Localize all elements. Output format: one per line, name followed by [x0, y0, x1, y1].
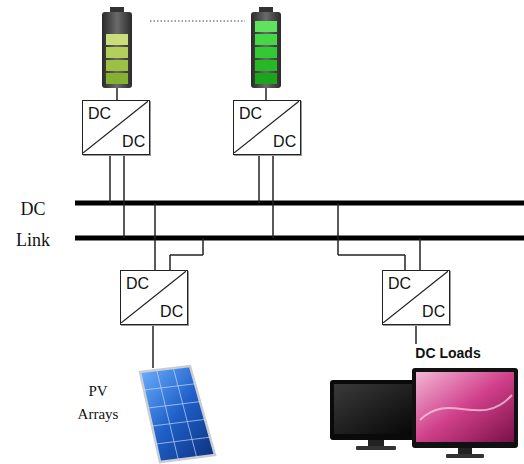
monitor-stand	[458, 448, 472, 454]
wire	[116, 88, 118, 100]
converter-box: DC DC	[233, 100, 301, 155]
tv-stand	[368, 440, 384, 446]
screen-swirl	[420, 395, 512, 420]
converter-diagonal	[234, 101, 299, 153]
bus-label: DC Link	[10, 194, 56, 256]
wire	[265, 88, 267, 100]
monitor-icon	[412, 368, 518, 458]
output-side-text: DC	[122, 133, 145, 151]
panel-frame	[140, 366, 215, 462]
wire	[169, 255, 171, 270]
converter-diagonal	[121, 271, 186, 323]
ellipsis-line	[150, 21, 245, 22]
source-label: PV Arrays	[70, 380, 126, 426]
output-side-text: DC	[273, 133, 296, 151]
output-side-text: DC	[422, 303, 445, 321]
battery-symbol	[102, 7, 132, 88]
wire	[123, 155, 125, 238]
tv-stand	[356, 446, 396, 450]
wire	[152, 325, 154, 368]
tv-frame	[330, 380, 422, 440]
converter-box: DC DC	[120, 270, 188, 325]
load-label: DC Loads	[398, 345, 498, 362]
tv-screen	[334, 384, 418, 434]
wire	[419, 238, 421, 270]
television-icon	[330, 380, 422, 450]
battery-body	[102, 12, 132, 88]
dc-bus-line	[75, 236, 524, 241]
wire	[202, 238, 204, 255]
monitor-stand	[446, 454, 484, 458]
wire	[415, 325, 417, 344]
battery-cell	[106, 47, 128, 58]
wire	[272, 155, 274, 238]
wire	[154, 203, 156, 270]
battery-symbol	[251, 7, 281, 88]
dc-bus-line	[75, 201, 524, 206]
wire	[170, 254, 203, 256]
battery-cell	[106, 73, 128, 84]
wire	[109, 155, 111, 203]
input-side-text: DC	[388, 275, 411, 293]
battery-cell	[106, 34, 128, 45]
converter-diagonal	[383, 271, 448, 323]
bus-wires	[110, 155, 420, 368]
wire	[404, 255, 406, 270]
input-side-text: DC	[126, 275, 149, 293]
battery-cell	[255, 60, 277, 71]
wire	[337, 203, 339, 255]
wire	[258, 155, 260, 203]
input-side-text: DC	[239, 105, 262, 123]
converter-box: DC DC	[82, 100, 150, 155]
battery-cell	[255, 21, 277, 32]
solar-panel	[140, 366, 215, 462]
battery-cell	[255, 47, 277, 58]
output-side-text: DC	[160, 303, 183, 321]
battery-body	[251, 12, 281, 88]
panel-grid	[144, 368, 210, 460]
monitor-frame	[412, 368, 518, 448]
input-side-text: DC	[88, 105, 111, 123]
converter-diagonal	[83, 101, 148, 153]
monitor-screen	[416, 372, 514, 442]
wire	[338, 254, 405, 256]
converter-box: DC DC	[382, 270, 450, 325]
battery-cell	[255, 34, 277, 45]
battery-cell	[255, 73, 277, 84]
battery-cell	[106, 60, 128, 71]
